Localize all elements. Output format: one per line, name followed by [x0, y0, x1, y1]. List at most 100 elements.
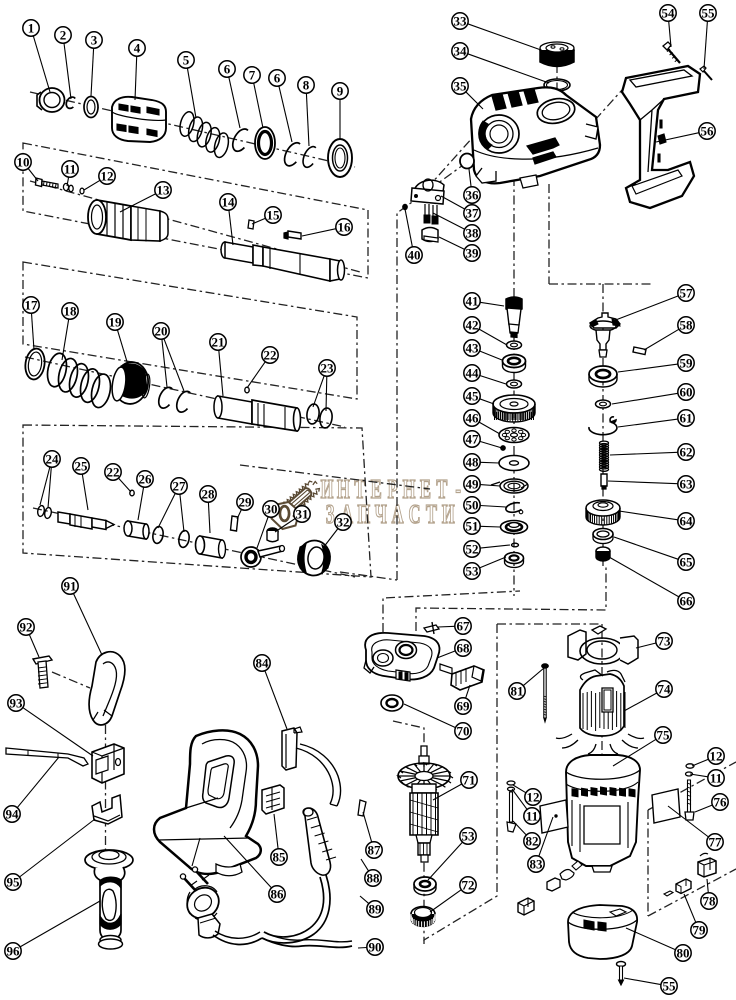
- svg-text:40: 40: [408, 247, 421, 262]
- svg-text:88: 88: [367, 870, 381, 885]
- svg-text:18: 18: [64, 303, 78, 318]
- svg-text:13: 13: [157, 182, 171, 197]
- svg-text:27: 27: [173, 478, 187, 493]
- svg-text:36: 36: [466, 187, 480, 202]
- svg-text:З: З: [326, 499, 335, 529]
- svg-text:75: 75: [657, 727, 671, 742]
- svg-text:48: 48: [466, 454, 480, 469]
- svg-text:50: 50: [466, 497, 479, 512]
- svg-text:Т: Т: [436, 474, 447, 504]
- svg-text:62: 62: [680, 444, 693, 459]
- svg-text:44: 44: [466, 365, 480, 380]
- svg-text:63: 63: [680, 476, 694, 491]
- svg-text:53: 53: [466, 563, 480, 578]
- svg-text:76: 76: [714, 794, 728, 809]
- svg-text:96: 96: [7, 943, 21, 958]
- svg-text:34: 34: [454, 43, 468, 58]
- svg-text:Ч: Ч: [375, 499, 388, 529]
- svg-text:11: 11: [64, 161, 76, 176]
- svg-text:19: 19: [109, 314, 123, 329]
- svg-text:9: 9: [337, 83, 344, 98]
- svg-text:Н: Н: [337, 474, 350, 504]
- svg-text:89: 89: [369, 901, 383, 916]
- svg-text:24: 24: [46, 451, 60, 466]
- svg-text:1: 1: [28, 20, 35, 35]
- svg-text:17: 17: [25, 297, 39, 312]
- svg-text:23: 23: [321, 360, 335, 375]
- svg-text:51: 51: [466, 518, 479, 533]
- svg-text:90: 90: [369, 939, 382, 954]
- svg-text:56: 56: [701, 123, 715, 138]
- svg-text:52: 52: [466, 541, 479, 556]
- svg-text:10: 10: [17, 154, 30, 169]
- svg-text:30: 30: [265, 501, 278, 516]
- svg-text:-: -: [455, 474, 461, 504]
- svg-text:47: 47: [466, 431, 480, 446]
- svg-text:68: 68: [457, 640, 471, 655]
- svg-text:3: 3: [91, 32, 98, 47]
- svg-text:55: 55: [702, 5, 716, 20]
- svg-text:22: 22: [107, 464, 120, 479]
- svg-text:38: 38: [466, 225, 480, 240]
- svg-text:25: 25: [75, 458, 89, 473]
- svg-text:П: П: [357, 499, 370, 529]
- svg-text:85: 85: [273, 849, 287, 864]
- svg-text:12: 12: [710, 748, 723, 763]
- svg-text:57: 57: [680, 285, 694, 300]
- svg-text:5: 5: [183, 52, 190, 67]
- svg-text:А: А: [392, 499, 405, 529]
- svg-text:32: 32: [337, 514, 350, 529]
- svg-text:87: 87: [368, 842, 382, 857]
- svg-text:95: 95: [7, 874, 21, 889]
- svg-text:60: 60: [680, 384, 693, 399]
- svg-text:43: 43: [466, 340, 480, 355]
- svg-text:70: 70: [457, 723, 470, 738]
- svg-text:21: 21: [212, 334, 225, 349]
- svg-text:И: И: [442, 499, 455, 529]
- svg-text:83: 83: [530, 856, 544, 871]
- svg-text:45: 45: [466, 388, 480, 403]
- svg-text:11: 11: [710, 770, 722, 785]
- svg-text:28: 28: [202, 486, 216, 501]
- svg-text:Р: Р: [387, 474, 397, 504]
- svg-text:74: 74: [658, 681, 672, 696]
- svg-text:78: 78: [703, 893, 717, 908]
- svg-text:42: 42: [466, 317, 479, 332]
- svg-text:12: 12: [527, 789, 540, 804]
- svg-text:79: 79: [693, 922, 707, 937]
- svg-text:Т: Т: [426, 499, 437, 529]
- svg-text:73: 73: [658, 633, 672, 648]
- svg-text:22: 22: [264, 347, 277, 362]
- svg-text:15: 15: [267, 207, 281, 222]
- svg-text:20: 20: [155, 323, 168, 338]
- svg-text:80: 80: [677, 945, 690, 960]
- svg-text:91: 91: [64, 578, 77, 593]
- svg-text:7: 7: [249, 67, 256, 82]
- svg-text:12: 12: [101, 168, 114, 183]
- svg-text:93: 93: [10, 695, 24, 710]
- svg-text:И: И: [320, 474, 333, 504]
- svg-text:66: 66: [680, 593, 694, 608]
- svg-text:39: 39: [466, 245, 480, 260]
- svg-text:69: 69: [457, 698, 471, 713]
- svg-text:94: 94: [6, 806, 20, 821]
- svg-text:82: 82: [526, 833, 539, 848]
- svg-text:92: 92: [20, 619, 33, 634]
- svg-text:С: С: [408, 499, 420, 529]
- svg-text:41: 41: [466, 293, 479, 308]
- svg-text:72: 72: [462, 877, 475, 892]
- svg-text:67: 67: [457, 618, 471, 633]
- svg-text:49: 49: [466, 476, 480, 491]
- svg-text:4: 4: [134, 40, 141, 55]
- svg-text:54: 54: [662, 5, 676, 20]
- svg-text:31: 31: [296, 506, 309, 521]
- svg-text:Н: Н: [402, 474, 415, 504]
- svg-text:53: 53: [462, 828, 476, 843]
- svg-text:86: 86: [271, 886, 285, 901]
- svg-text:59: 59: [680, 355, 694, 370]
- svg-text:35: 35: [454, 78, 468, 93]
- svg-text:55: 55: [663, 978, 677, 993]
- svg-text:14: 14: [222, 194, 236, 209]
- svg-text:6: 6: [274, 70, 281, 85]
- svg-text:37: 37: [466, 205, 480, 220]
